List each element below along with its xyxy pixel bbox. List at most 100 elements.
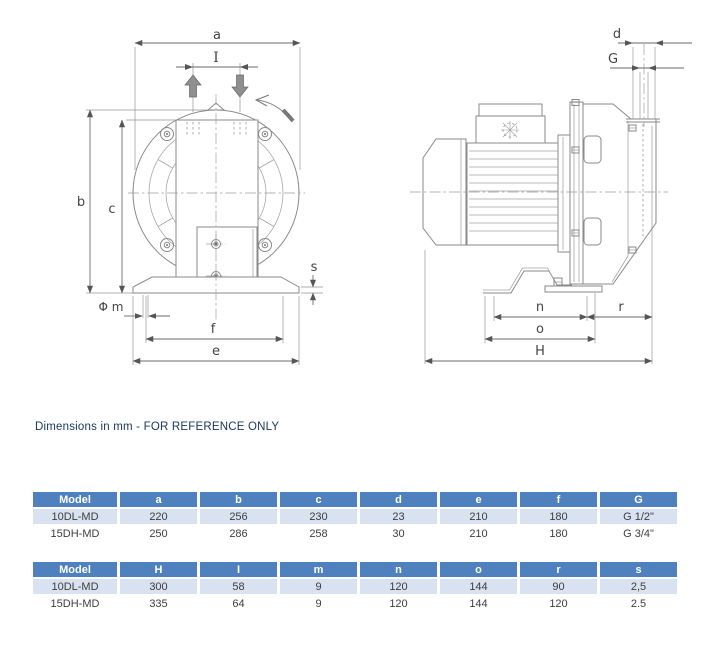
dimensions-note: Dimensions in mm - FOR REFERENCE ONLY [35, 421, 280, 433]
table-row: 15DH-MD 250 286 258 30 210 180 G 3/4" [33, 526, 677, 541]
col-header-model: Model [33, 562, 117, 577]
cell: 23 [360, 509, 437, 524]
dim-label-G: G [608, 52, 618, 67]
table-row: 10DL-MD 300 58 9 120 144 90 2,5 [33, 579, 677, 594]
col-header-r: r [520, 562, 597, 577]
table-header-row: Model H I m n o r s [33, 562, 677, 577]
col-header-model: Model [33, 492, 117, 507]
dim-a: a [134, 28, 301, 170]
dim-label-n: n [536, 300, 544, 315]
dim-label-e: e [212, 344, 220, 359]
dim-label-r: r [618, 300, 624, 315]
cooling-fins [469, 150, 561, 232]
dim-label-I: I [213, 50, 219, 66]
col-header-G: G [600, 492, 677, 507]
flow-arrows [184, 63, 249, 112]
cell: 230 [280, 509, 357, 524]
cell: G 1/2" [600, 509, 677, 524]
col-header-s: s [600, 562, 677, 577]
inlet-arrow-icon [184, 74, 202, 98]
dim-d: d [613, 27, 692, 46]
cell: 180 [520, 509, 597, 524]
cell: 9 [280, 579, 357, 594]
dimensions-table-1: Model a b c d e f G 10DL-MD 220 256 230 … [30, 490, 680, 543]
col-header-m: m [280, 562, 357, 577]
cell: 2,5 [600, 579, 677, 594]
dim-H: H [424, 250, 653, 365]
cell: 250 [120, 526, 197, 541]
dim-label-o: o [536, 322, 544, 337]
casing-bolts [571, 99, 637, 254]
cell: 120 [360, 579, 437, 594]
dim-r: r [586, 126, 653, 364]
dim-n: n [493, 296, 588, 321]
dim-phi-m: Φ m [99, 295, 170, 319]
cell-model: 15DH-MD [33, 526, 117, 541]
col-header-n: n [360, 562, 437, 577]
cell: 120 [520, 596, 597, 611]
dim-label-f: f [211, 322, 216, 337]
cell: 335 [120, 596, 197, 611]
cell: 58 [200, 579, 277, 594]
dim-label-d: d [613, 27, 621, 42]
discharge-port [626, 44, 660, 127]
table-row: 10DL-MD 220 256 230 23 210 180 G 1/2" [33, 509, 677, 524]
pump-casing-side [557, 44, 660, 285]
col-header-b: b [200, 492, 277, 507]
cell: 30 [360, 526, 437, 541]
side-view-drawing: d G n r o [410, 27, 692, 365]
dim-o: o [484, 293, 596, 343]
cell: 9 [280, 596, 357, 611]
cell: 258 [280, 526, 357, 541]
cell: 210 [440, 509, 517, 524]
dim-b: b [77, 109, 211, 294]
cell: 120 [360, 596, 437, 611]
motor [422, 103, 564, 246]
dim-label-phi-m: Φ m [99, 300, 124, 314]
col-header-o: o [440, 562, 517, 577]
outlet-arrow-icon [231, 74, 249, 98]
front-view-drawing: a I b c s [77, 28, 323, 365]
col-header-c: c [280, 492, 357, 507]
cell: 2.5 [600, 596, 677, 611]
cell: G 3/4" [600, 526, 677, 541]
dim-e: e [132, 296, 300, 365]
cell: 220 [120, 509, 197, 524]
cell: 210 [440, 526, 517, 541]
col-header-a: a [120, 492, 197, 507]
dim-label-b: b [77, 195, 85, 210]
dim-I: I [176, 50, 258, 70]
table-header-row: Model a b c d e f G [33, 492, 677, 507]
terminal-box [475, 103, 546, 144]
col-header-H: H [120, 562, 197, 577]
rotation-arrow-icon [254, 94, 295, 123]
cell: 144 [440, 596, 517, 611]
cell-model: 15DH-MD [33, 596, 117, 611]
cell: 256 [200, 509, 277, 524]
dim-label-H: H [535, 344, 545, 359]
adapter [557, 134, 571, 253]
dim-label-s: s [311, 260, 318, 275]
dim-label-a: a [213, 28, 221, 43]
cell: 180 [520, 526, 597, 541]
dim-s: s [301, 260, 323, 305]
col-header-I: I [200, 562, 277, 577]
cell-model: 10DL-MD [33, 509, 117, 524]
cell: 286 [200, 526, 277, 541]
dim-label-c: c [108, 202, 115, 217]
col-header-f: f [520, 492, 597, 507]
housing-bolts [160, 127, 272, 252]
cell: 144 [440, 579, 517, 594]
dimensions-table-2: Model H I m n o r s 10DL-MD 300 58 9 120… [30, 560, 680, 613]
cell-model: 10DL-MD [33, 579, 117, 594]
hidden-port-holes [186, 122, 247, 135]
table-row: 15DH-MD 335 64 9 120 144 120 2.5 [33, 596, 677, 611]
casing-plate [569, 101, 584, 285]
dim-f: f [145, 296, 284, 343]
cell: 90 [520, 579, 597, 594]
col-header-d: d [360, 492, 437, 507]
motor-body [466, 142, 564, 246]
col-header-e: e [440, 492, 517, 507]
mounting-foot [483, 267, 603, 294]
